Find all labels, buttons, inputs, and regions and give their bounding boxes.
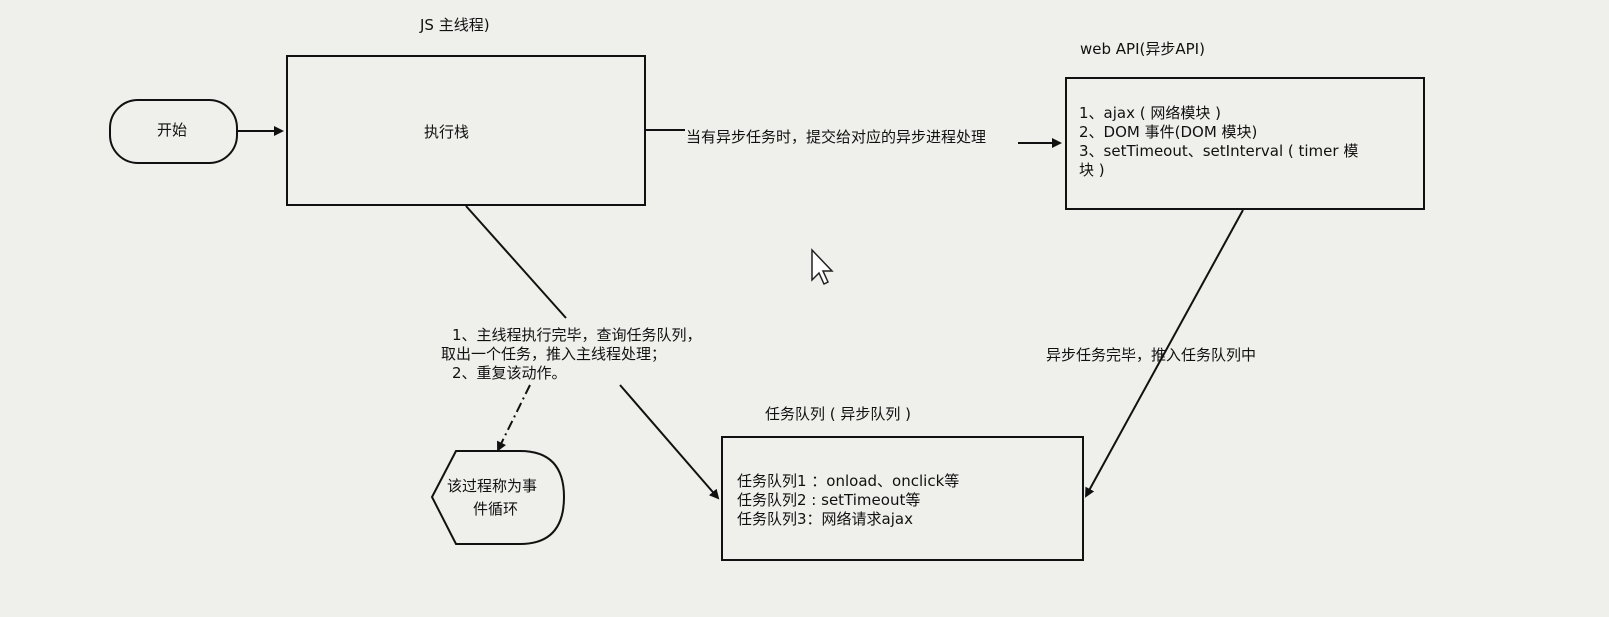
async-submit-label: 当有异步任务时，提交给对应的异步进程处理: [686, 128, 987, 146]
execution-stack-box: 执行栈: [286, 55, 646, 206]
arrow-note-to-queue: [619, 384, 720, 500]
line-stack-to-note: [465, 205, 567, 319]
event-loop-note-line-2: 取出一个任务，推入主线程处理；: [441, 345, 667, 363]
task-queue-line-3: 任务队列3：网络请求ajax: [737, 510, 913, 528]
web-api-line-3: 3、setTimeout、setInterval ( timer 模: [1079, 142, 1359, 160]
event-loop-note-line-1: 1、主线程执行完毕，查询任务队列，: [452, 326, 702, 344]
start-label: 开始: [157, 121, 188, 139]
event-loop-note-line-3: 2、重复该动作。: [452, 364, 567, 382]
web-api-line-4: 块 ): [1079, 161, 1105, 179]
task-queue-box: 任务队列1 ：onload、onclick等 任务队列2 : setTimeou…: [721, 436, 1084, 561]
main-thread-title: JS 主线程): [420, 16, 490, 34]
arrow-webapi-to-queue: [1085, 209, 1244, 498]
web-api-line-2: 2、DOM 事件(DOM 模块): [1079, 123, 1258, 141]
event-loop-shape-line-1: 该过程称为事: [447, 477, 538, 495]
web-api-line-1: 1、ajax ( 网络模块 ): [1079, 104, 1221, 122]
task-queue-line-1: 任务队列1 ：onload、onclick等: [737, 472, 960, 490]
async-done-label: 异步任务完毕，推入任务队列中: [1046, 346, 1257, 364]
web-api-box: 1、ajax ( 网络模块 ) 2、DOM 事件(DOM 模块) 3、setTi…: [1065, 77, 1425, 210]
execution-stack-label: 执行栈: [424, 123, 470, 141]
task-queue-title: 任务队列 ( 异步队列 ): [765, 405, 912, 423]
start-terminator: [109, 99, 238, 164]
web-api-title: web API(异步API): [1080, 40, 1205, 58]
event-loop-shape-line-2: 件循环: [473, 500, 519, 518]
arrow-note-to-event-loop: [497, 384, 531, 452]
event-loop-display-shape: [430, 450, 566, 545]
task-queue-line-2: 任务队列2 : setTimeout等: [737, 491, 921, 509]
mouse-cursor-icon: [811, 248, 834, 286]
